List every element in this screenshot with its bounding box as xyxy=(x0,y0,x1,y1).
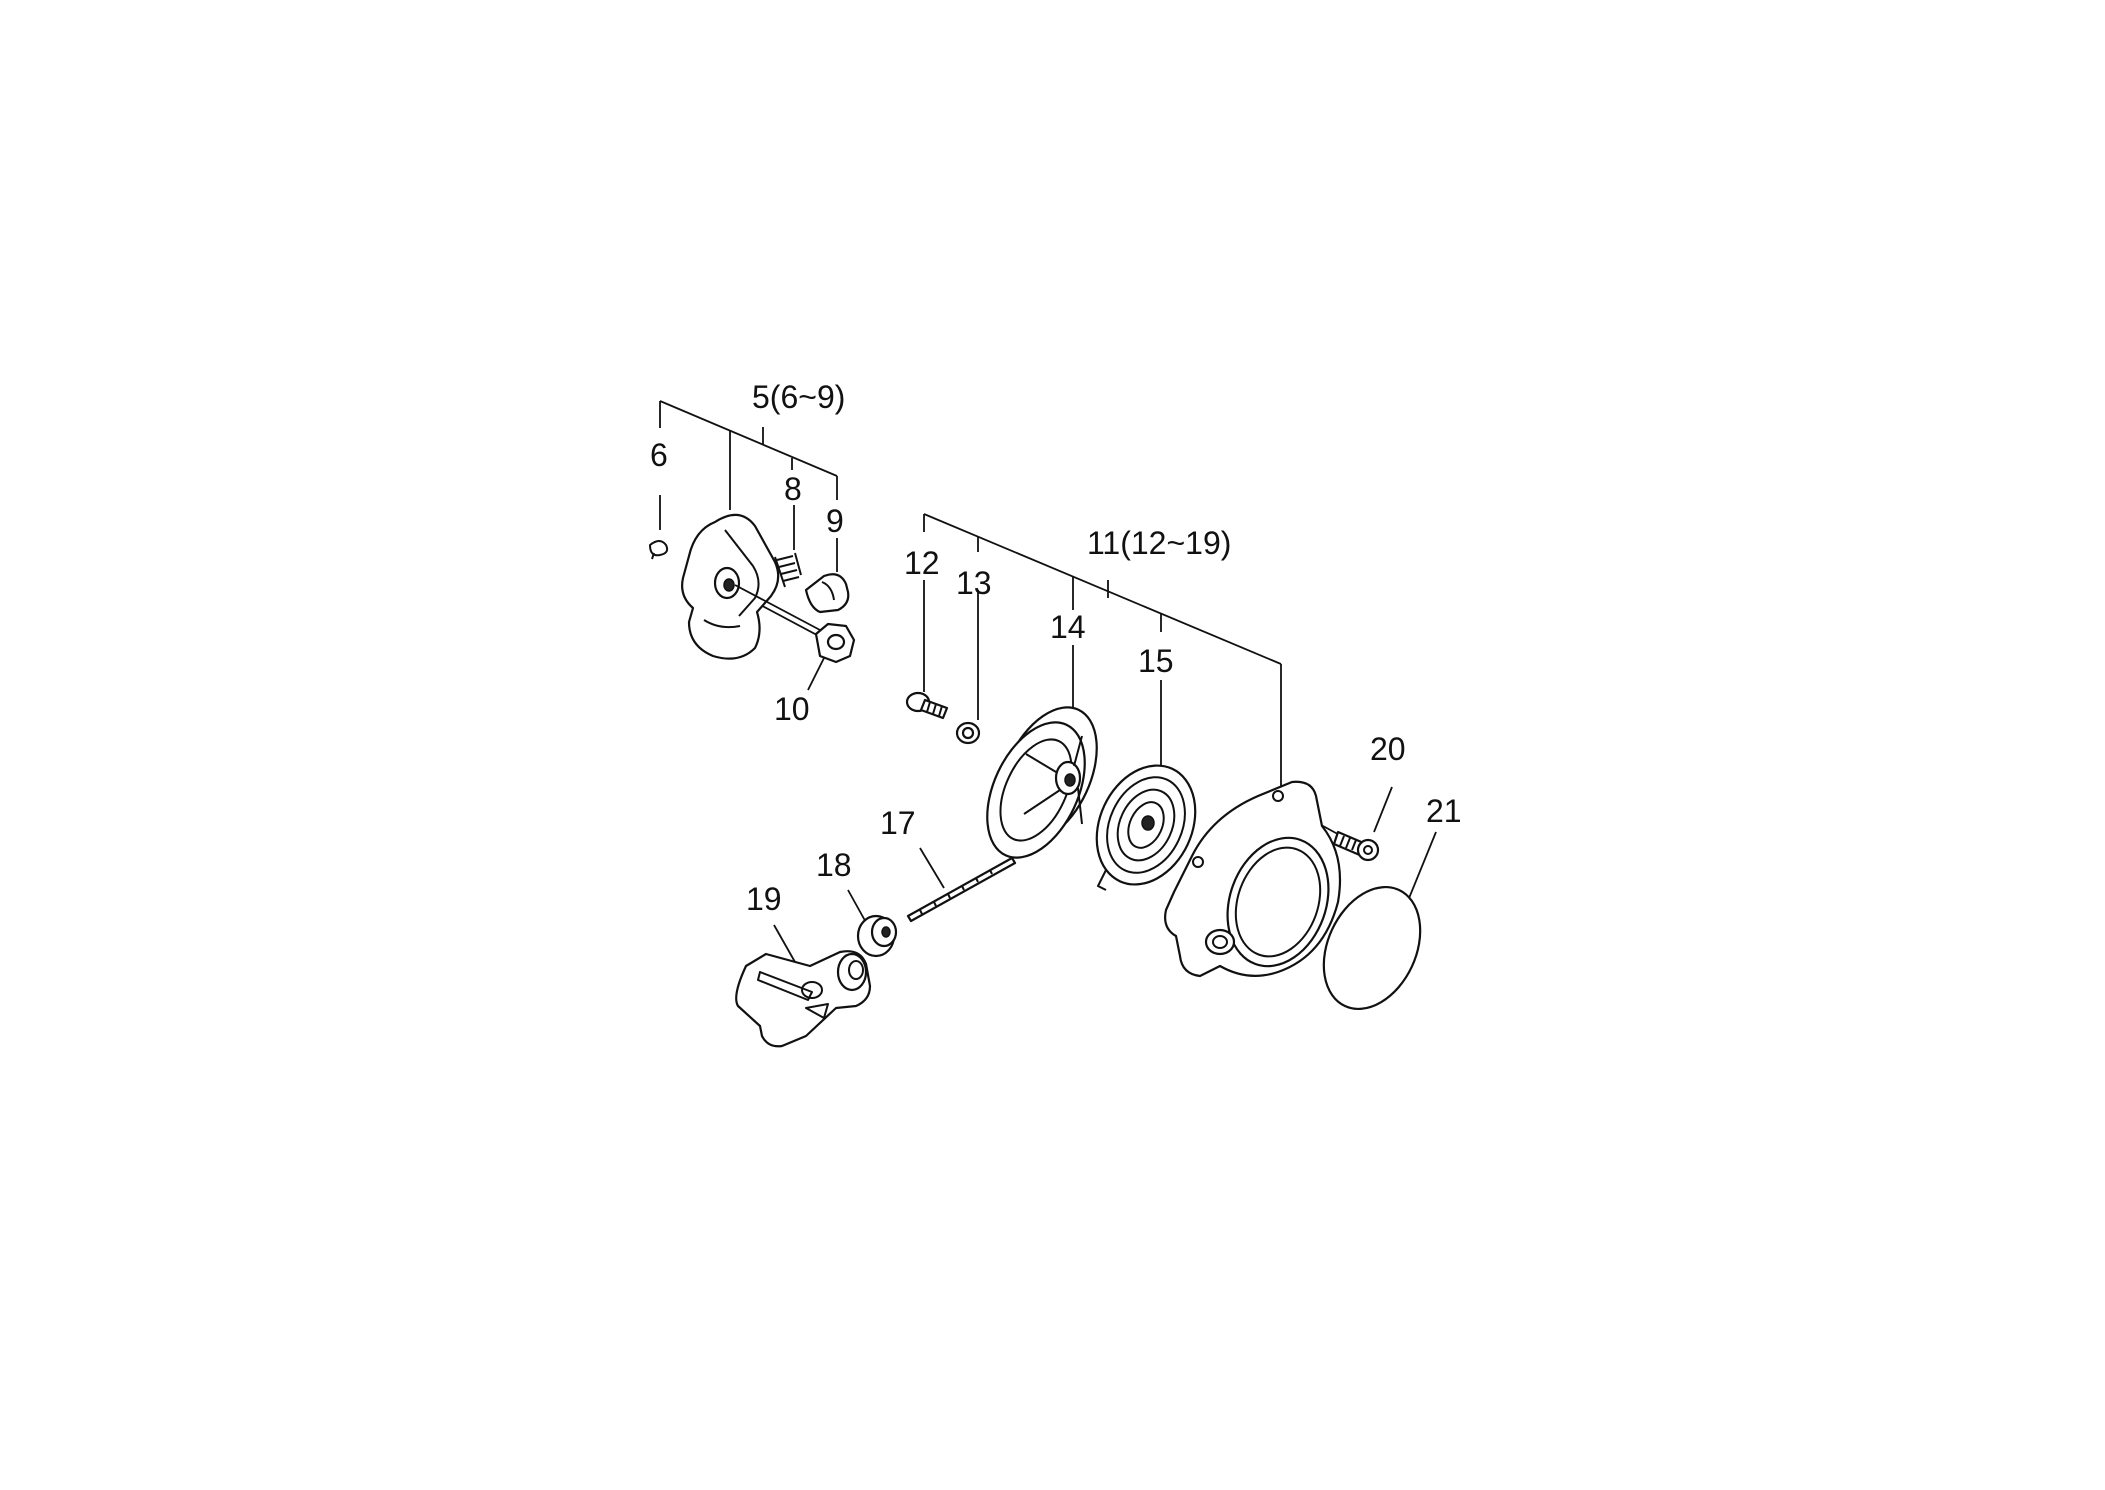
label-part-18: 18 xyxy=(816,847,852,883)
label-part-13: 13 xyxy=(956,565,992,601)
bracket-group-11 xyxy=(923,513,1282,790)
label-part-19: 19 xyxy=(746,881,782,917)
ratchet-housing-part-5 xyxy=(681,513,821,660)
washer-part-13 xyxy=(955,721,981,745)
label-part-14: 14 xyxy=(1050,609,1086,645)
label-part-10: 10 xyxy=(774,691,810,727)
recoil-spring-part-15 xyxy=(1095,764,1197,891)
label-part-21: 21 xyxy=(1426,793,1462,829)
starter-handle-part-19 xyxy=(735,950,872,1048)
label-part-20: 20 xyxy=(1370,731,1406,767)
starter-case-part-11 xyxy=(1164,780,1342,978)
rope-pulley-part-14 xyxy=(986,706,1098,859)
screw-part-20 xyxy=(1332,830,1380,862)
label-part-6: 6 xyxy=(650,437,668,473)
spring-part-8 xyxy=(774,552,802,588)
label-part-17: 17 xyxy=(880,805,916,841)
gasket-part-21 xyxy=(1322,885,1422,1011)
label-part-9: 9 xyxy=(826,503,844,539)
clip-part-6 xyxy=(649,540,669,560)
pawl-part-9 xyxy=(804,573,850,614)
label-part-12: 12 xyxy=(904,545,940,581)
label-part-5: 5(6~9) xyxy=(752,379,845,415)
label-part-15: 15 xyxy=(1138,643,1174,679)
label-part-8: 8 xyxy=(784,471,802,507)
starter-rope-part-17 xyxy=(906,856,1017,923)
rope-guide-part-18 xyxy=(856,914,898,958)
label-part-11: 11(12~19) xyxy=(1087,525,1231,561)
bolt-part-12 xyxy=(905,691,949,720)
bracket-group-5 xyxy=(659,400,838,572)
nut-part-10 xyxy=(814,622,856,664)
